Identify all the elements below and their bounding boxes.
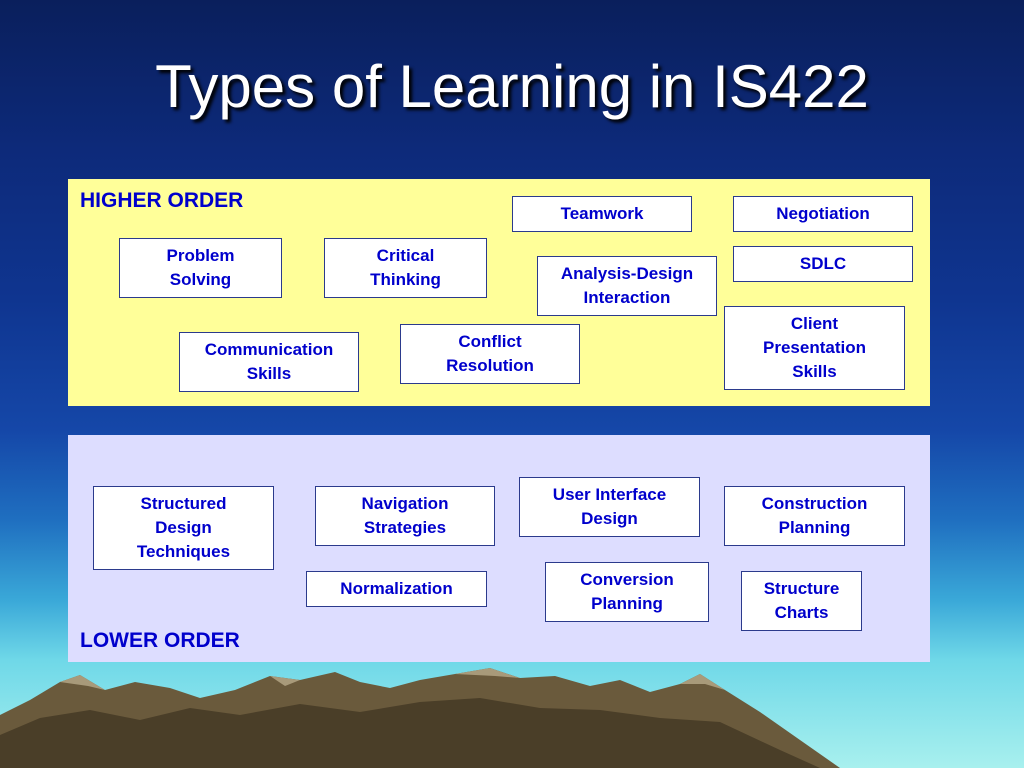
skill-box-problem-solving: Problem Solving [119, 238, 282, 298]
skill-box-analysis-design-interaction: Analysis-Design Interaction [537, 256, 717, 316]
skill-box-normalization: Normalization [306, 571, 487, 607]
slide-title: Types of Learning in IS422 [155, 53, 869, 120]
skill-box-user-interface-design: User Interface Design [519, 477, 700, 537]
higher-order-label: HIGHER ORDER [80, 189, 244, 212]
skill-box-structure-charts: Structure Charts [741, 571, 862, 631]
skill-box-critical-thinking: Critical Thinking [324, 238, 487, 298]
skill-box-teamwork: Teamwork [512, 196, 692, 232]
skill-box-construction-planning: Construction Planning [724, 486, 905, 546]
higher-order-panel: HIGHER ORDER Teamwork Negotiation Proble… [68, 179, 930, 406]
mountain-range-decoration [0, 668, 840, 768]
skill-box-navigation-strategies: Navigation Strategies [315, 486, 495, 546]
skill-box-structured-design-techniques: Structured Design Techniques [93, 486, 274, 570]
skill-box-client-presentation-skills: Client Presentation Skills [724, 306, 905, 390]
lower-order-label: LOWER ORDER [80, 629, 240, 652]
skill-box-negotiation: Negotiation [733, 196, 913, 232]
skill-box-conflict-resolution: Conflict Resolution [400, 324, 580, 384]
lower-order-panel: Structured Design Techniques Navigation … [68, 435, 930, 662]
skill-box-conversion-planning: Conversion Planning [545, 562, 709, 622]
skill-box-sdlc: SDLC [733, 246, 913, 282]
skill-box-communication-skills: Communication Skills [179, 332, 359, 392]
